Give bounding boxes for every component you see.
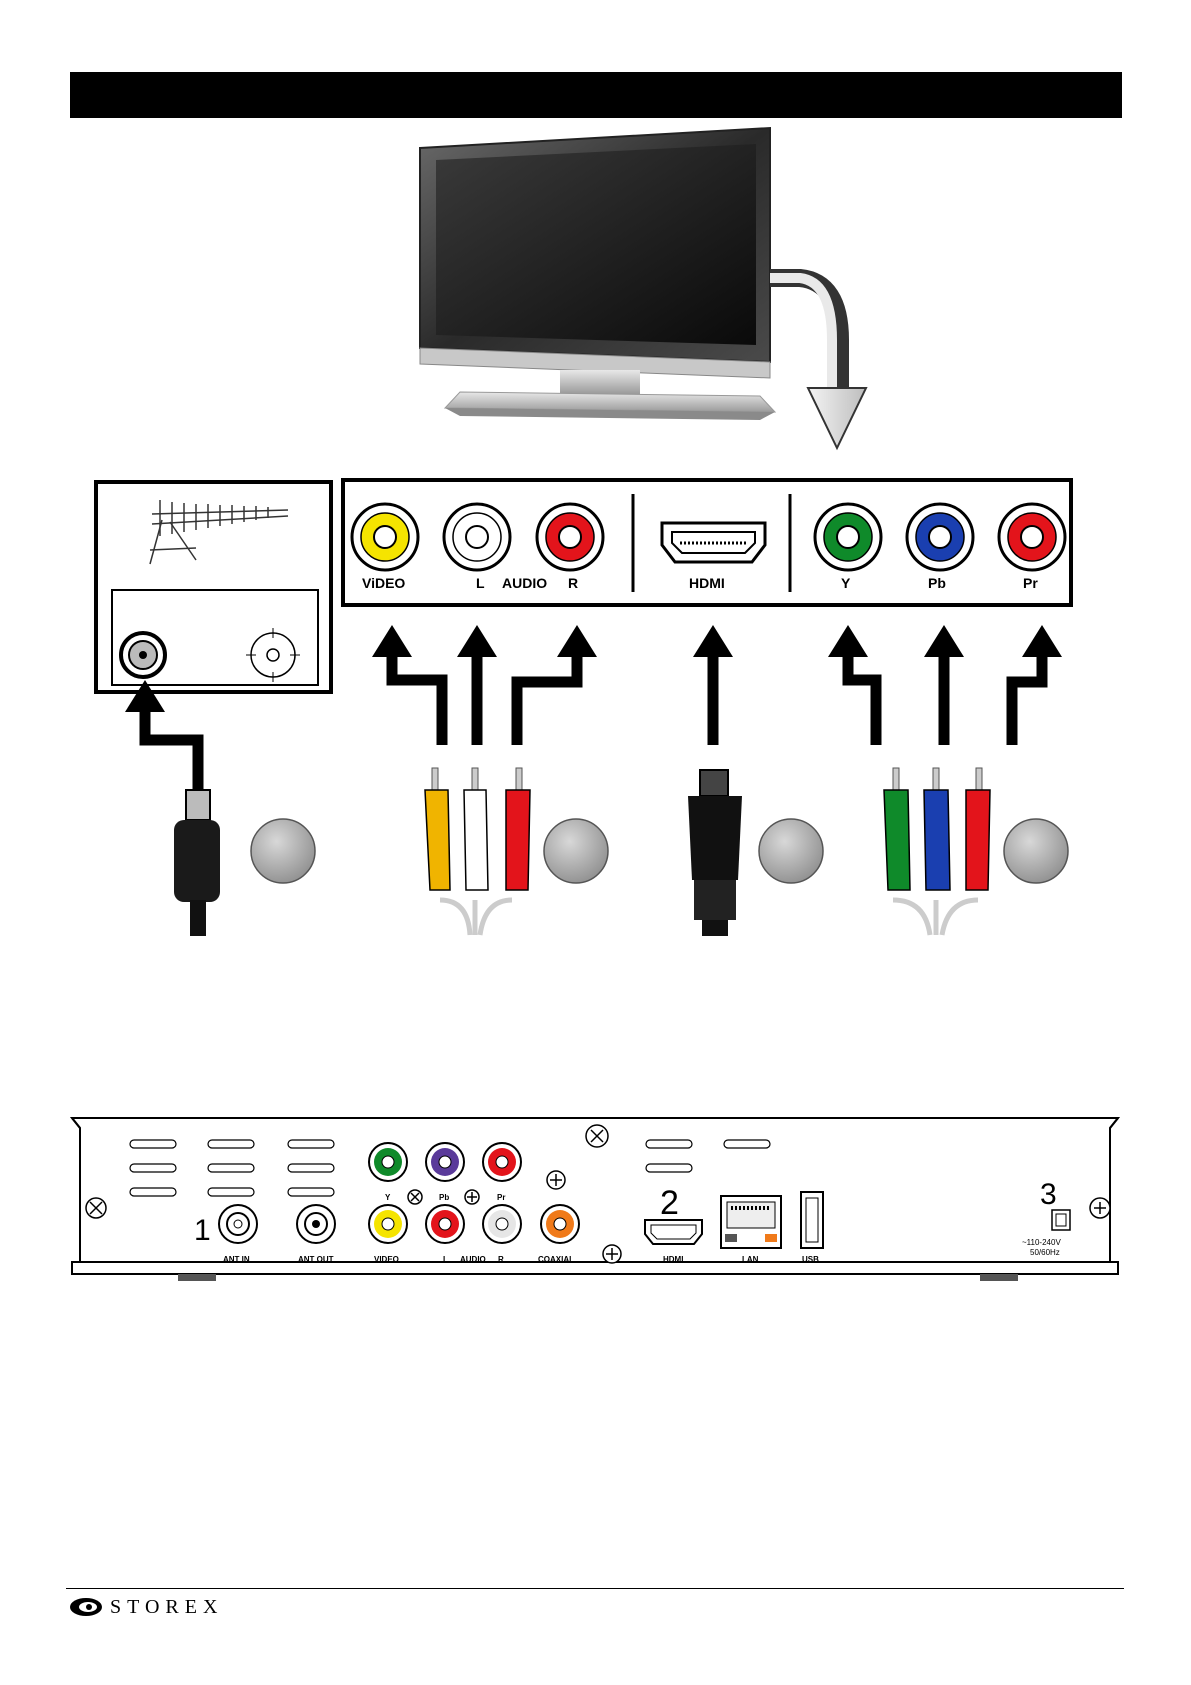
component-cable-icon (884, 768, 990, 935)
device-power-switch[interactable] (1052, 1210, 1070, 1230)
arrow-pr (1012, 655, 1042, 745)
ant-out-socket[interactable] (246, 628, 300, 682)
antenna-icon (150, 500, 288, 564)
video-jack[interactable] (352, 504, 418, 570)
y-jack[interactable] (815, 504, 881, 570)
arrow-y (848, 655, 876, 745)
arrow-audio-r (517, 655, 577, 745)
device-ant-in-socket[interactable] (219, 1205, 257, 1243)
coax-plug-icon (174, 790, 220, 936)
device-label-l: L (443, 1255, 448, 1264)
audio-r-jack[interactable] (537, 504, 603, 570)
device-label-ant-out: ANT OUT (298, 1255, 334, 1264)
callout-circle-2 (544, 819, 608, 883)
label-audio-r: R (568, 575, 578, 591)
device-label-coaxial: COAXIAL (538, 1255, 574, 1264)
device-label-power-voltage: ~110-240V (1022, 1238, 1061, 1247)
device-usb-port[interactable] (801, 1192, 823, 1248)
callout-circle-4 (1004, 819, 1068, 883)
device-number-1: 1 (194, 1214, 211, 1247)
device-audio-r-jack[interactable] (483, 1205, 521, 1243)
device-label-usb: USB (802, 1255, 819, 1264)
label-pr: Pr (1023, 575, 1038, 591)
footer-rule (66, 1588, 1124, 1589)
footer-brand: STOREX (68, 1592, 223, 1622)
device-label-y: Y (385, 1193, 391, 1202)
pb-jack[interactable] (907, 504, 973, 570)
tv-connector-panel: ViDEO L AUDIO R HDMI Y Pb Pr (343, 480, 1071, 605)
rca-cable-icon (425, 768, 530, 935)
antenna-panel (96, 482, 331, 692)
device-pr-jack[interactable] (483, 1143, 521, 1181)
tv-hdmi-output-arrow (770, 278, 866, 448)
device-label-audio: AUDIO (460, 1255, 486, 1264)
device-label-pr: Pr (497, 1193, 505, 1202)
callout-circle-1 (251, 819, 315, 883)
brand-name: STOREX (110, 1596, 223, 1619)
device-label-power-frequency: 50/60Hz (1030, 1248, 1060, 1257)
label-audio-l: L (476, 575, 485, 591)
arrow-video (392, 655, 442, 745)
label-pb: Pb (928, 575, 946, 591)
ant-in-socket[interactable] (121, 633, 165, 677)
device-coaxial-jack[interactable] (541, 1205, 579, 1243)
device-ant-out-socket[interactable] (297, 1205, 335, 1243)
hdmi-port[interactable] (662, 523, 765, 562)
storex-logo-icon (68, 1596, 104, 1618)
device-label-r: R (498, 1255, 504, 1264)
label-video: ViDEO (362, 575, 405, 591)
device-label-hdmi: HDMI (663, 1255, 683, 1264)
device-label-video: VIDEO (374, 1255, 399, 1264)
device-y-jack[interactable] (369, 1143, 407, 1181)
device-label-ant-in: ANT IN (223, 1255, 250, 1264)
device-label-pb: Pb (439, 1193, 449, 1202)
device-number-2: 2 (660, 1184, 679, 1222)
device-label-lan: LAN (742, 1255, 759, 1264)
device-hdmi-port[interactable] (645, 1220, 702, 1244)
tv-icon (420, 128, 775, 420)
label-audio: AUDIO (502, 575, 547, 591)
device-video-jack[interactable] (369, 1205, 407, 1243)
arrow-antenna (145, 710, 198, 790)
hdmi-plug-icon (688, 770, 742, 936)
device-number-3: 3 (1040, 1178, 1057, 1211)
label-y: Y (841, 575, 851, 591)
callout-circle-3 (759, 819, 823, 883)
audio-l-jack[interactable] (444, 504, 510, 570)
label-hdmi: HDMI (689, 575, 725, 591)
device-pb-jack[interactable] (426, 1143, 464, 1181)
device-rear-panel: Y Pb Pr (72, 1118, 1118, 1281)
device-audio-l-jack[interactable] (426, 1205, 464, 1243)
pr-jack[interactable] (999, 504, 1065, 570)
device-lan-port[interactable] (721, 1196, 781, 1248)
